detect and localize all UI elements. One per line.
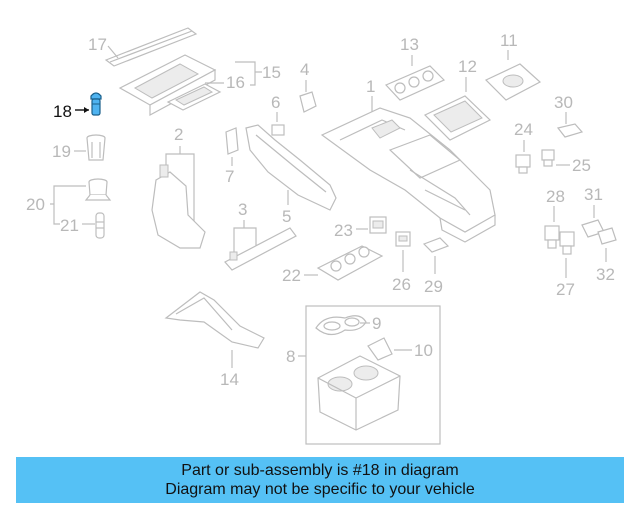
part-1-center-console [320,107,496,243]
parts-diagram: 17 16 15 18 19 20 21 [26,27,617,445]
part-3-bracket [224,227,297,271]
label-23: 23 [334,221,353,240]
label-11: 11 [500,31,518,50]
label-1: 1 [366,77,375,96]
part-13-switch-panel [384,65,446,101]
label-3: 3 [238,200,247,219]
part-23-switch [369,216,387,234]
label-29: 29 [424,277,443,296]
caption-line-2: Diagram may not be specific to your vehi… [165,481,475,498]
part-9-cup-insert [315,315,367,336]
part-16-cover [166,83,222,111]
part-4-clip [299,91,317,113]
caption-line-1: Part or sub-assembly is #18 in diagram [181,462,459,479]
label-19: 19 [52,142,71,161]
part-2-bracket [151,164,206,249]
part-26-switch [395,231,411,247]
part-29-switch [422,237,450,253]
part-17-trim-strip [104,27,198,67]
label-9: 9 [372,314,381,333]
label-26: 26 [392,275,411,294]
label-4: 4 [300,60,309,79]
label-2: 2 [174,125,183,144]
label-22: 22 [282,266,301,285]
part-12-tray [423,95,492,141]
part-6-clip [271,124,285,136]
label-30: 30 [554,93,573,112]
label-28: 28 [546,187,565,206]
label-8: 8 [286,347,295,366]
part-11-shift-boot [484,63,542,101]
detail-box-8 [305,305,441,445]
part-30-button [556,123,584,138]
label-17: 17 [88,35,107,54]
caption-banner: Part or sub-assembly is #18 in diagram D… [16,457,624,503]
label-20: 20 [26,195,45,214]
part-31-switch [581,219,617,245]
part-5-side-panel [245,124,337,211]
part-20-fastener [84,178,112,201]
label-14: 14 [220,370,239,389]
label-16: 16 [226,73,245,92]
label-10: 10 [414,341,433,360]
part-10-insert [367,337,393,361]
label-21: 21 [60,216,79,235]
part-24-switch [515,154,531,174]
label-15: 15 [262,63,281,82]
part-19-clip [86,134,106,161]
label-18: 18 [53,102,72,121]
part-22-climate-panel [316,245,384,281]
part-25-switch [541,149,555,167]
part-7-clip [225,127,239,155]
label-25: 25 [572,156,591,175]
part-14-duct [164,291,265,349]
part-18-clip [90,92,102,116]
part-21-pin [95,212,105,239]
part-15-storage-tray [118,54,217,117]
part-28-switch [544,225,575,255]
part-8-cup-holder [317,355,401,431]
label-6: 6 [271,93,280,112]
label-7: 7 [225,167,234,186]
label-5: 5 [282,207,291,226]
label-24: 24 [514,120,533,139]
label-31: 31 [584,185,603,204]
label-13: 13 [400,35,419,54]
label-27: 27 [556,280,575,299]
label-32: 32 [596,265,615,284]
label-12: 12 [458,57,477,76]
